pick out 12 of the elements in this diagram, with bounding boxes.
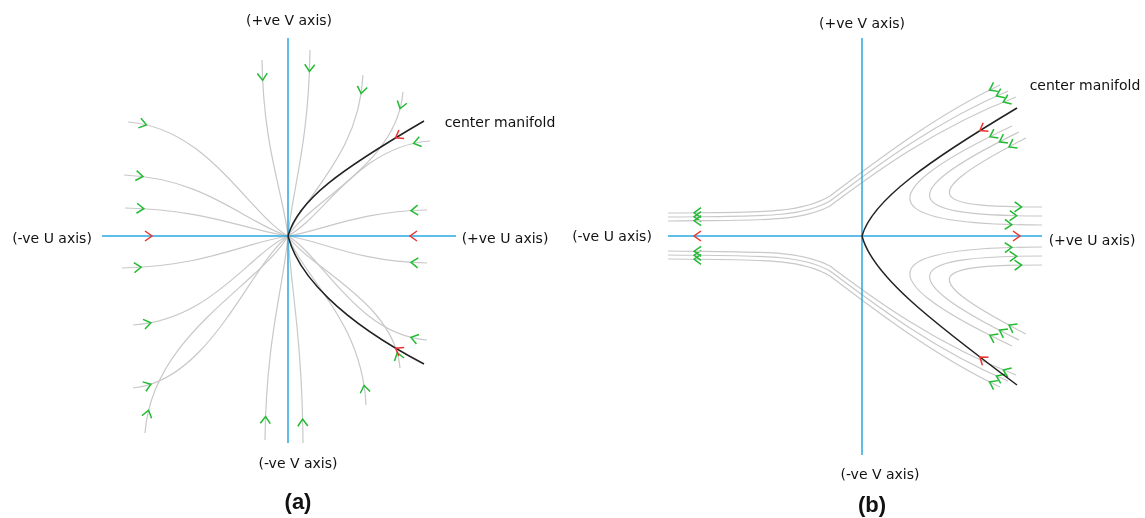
axis-label: (-ve V axis) (840, 466, 920, 482)
panel-label: (b) (857, 492, 887, 518)
curve-label: center manifold (444, 114, 556, 130)
axis-label: (-ve U axis) (572, 228, 652, 244)
axis-label: (+ve U axis) (461, 230, 549, 246)
axis-label: (-ve V axis) (258, 455, 338, 471)
axis-label: (+ve V axis) (245, 12, 333, 28)
axis-label: (+ve V axis) (818, 15, 906, 31)
panel-label: (a) (284, 489, 312, 515)
curve-label: center manifold (1029, 77, 1141, 93)
axis-label: (-ve U axis) (12, 230, 92, 246)
axis-label: (+ve U axis) (1048, 232, 1136, 248)
